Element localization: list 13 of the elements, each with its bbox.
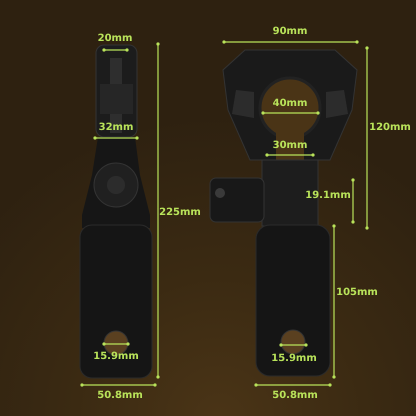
- dimension-label: 50.8mm: [272, 391, 318, 401]
- dimension-label: 19.1mm: [305, 191, 351, 201]
- dimension-label: 20mm: [98, 34, 132, 44]
- dimension-label: 90mm: [272, 27, 308, 37]
- dimension-label: 120mm: [369, 123, 411, 133]
- dimension-label: 105mm: [336, 288, 378, 298]
- dimension-label: 15.9mm: [271, 354, 317, 364]
- dimension-label: 40mm: [272, 99, 308, 109]
- dimension-label: 30mm: [272, 141, 308, 151]
- dimension-label: 32mm: [98, 123, 134, 133]
- dimension-label: 225mm: [159, 208, 201, 218]
- dimension-label: 15.9mm: [93, 352, 139, 362]
- dimension-label: 50.8mm: [97, 391, 143, 401]
